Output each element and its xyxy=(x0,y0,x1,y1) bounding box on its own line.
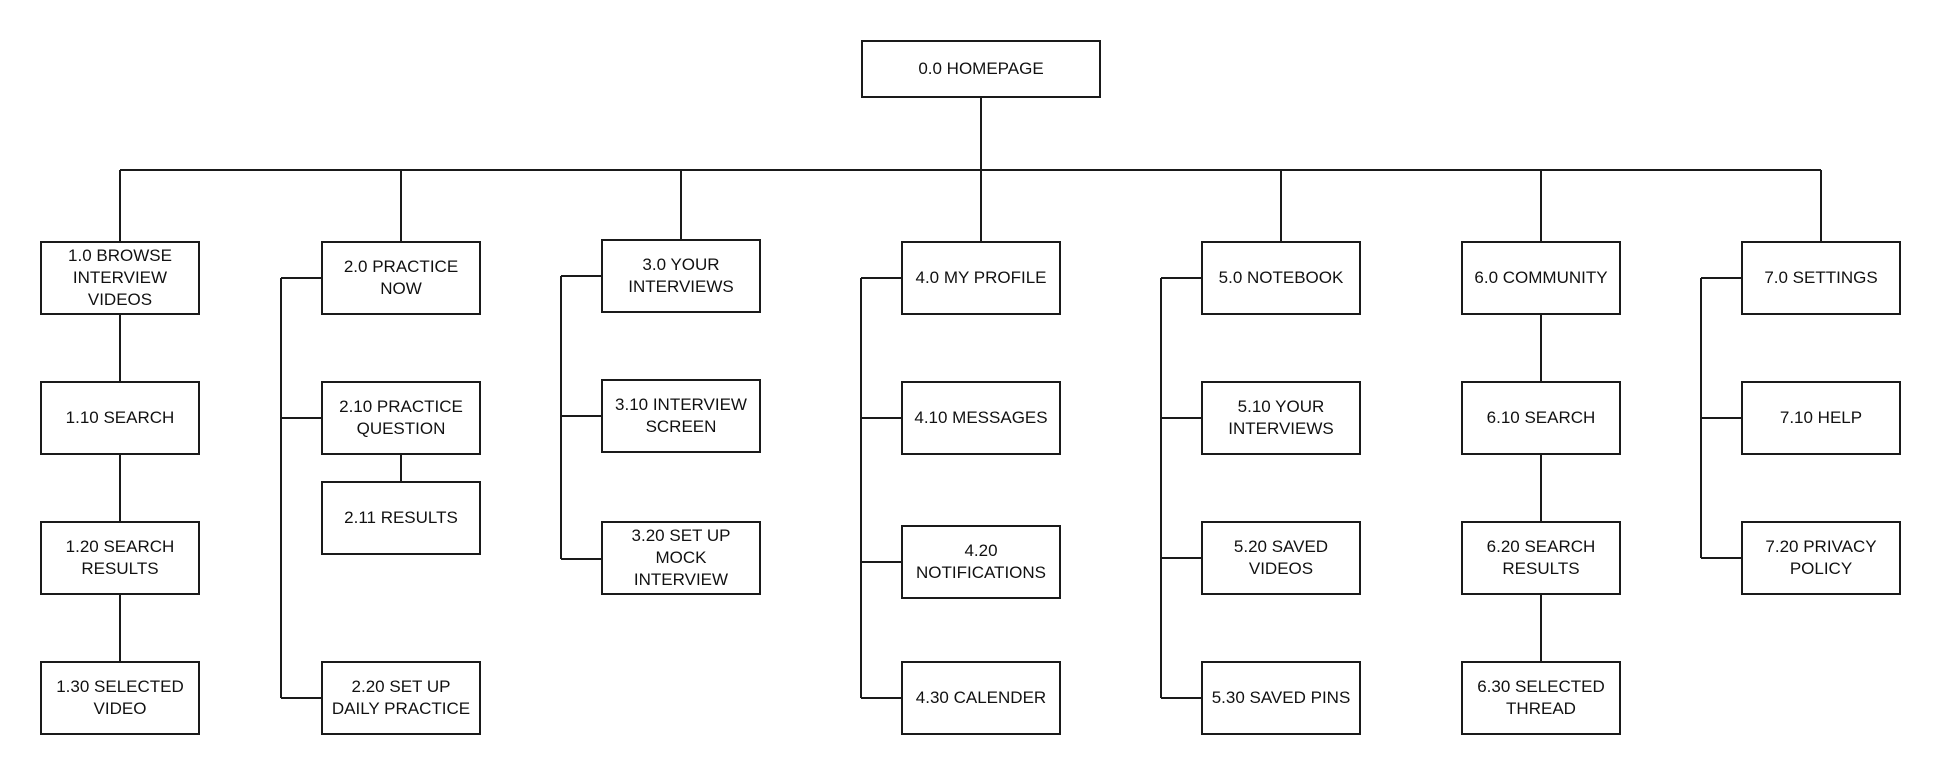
node-label: 4.10 MESSAGES xyxy=(914,408,1048,427)
node-label: 3.0 YOUR INTERVIEWS xyxy=(628,255,734,296)
node-label: 3.10 INTERVIEW SCREEN xyxy=(615,395,747,436)
node-label: 4.30 CALENDER xyxy=(915,688,1047,707)
node-label: 7.20 PRIVACY POLICY xyxy=(1765,537,1877,578)
node-label: 3.20 SET UP MOCK INTERVIEW xyxy=(631,526,731,589)
node-label: 0.0 HOMEPAGE xyxy=(918,59,1044,78)
node-2-11-results: 2.11 RESULTS xyxy=(321,481,481,555)
node-label: 1.0 BROWSE INTERVIEW VIDEOS xyxy=(68,246,172,309)
node-4-30-calender: 4.30 CALENDER xyxy=(901,661,1061,735)
node-label: 2.11 RESULTS xyxy=(344,508,458,527)
node-6-20-search-results: 6.20 SEARCH RESULTS xyxy=(1461,521,1621,595)
node-1-0-browse-interview-videos: 1.0 BROWSE INTERVIEW VIDEOS xyxy=(40,241,200,315)
node-2-10-practice-question: 2.10 PRACTICE QUESTION xyxy=(321,381,481,455)
node-label: 1.10 SEARCH xyxy=(65,408,175,427)
node-6-10-search: 6.10 SEARCH xyxy=(1461,381,1621,455)
node-label: 5.10 YOUR INTERVIEWS xyxy=(1228,397,1334,438)
node-1-30-selected-video: 1.30 SELECTED VIDEO xyxy=(40,661,200,735)
node-4-0-my-profile: 4.0 MY PROFILE xyxy=(901,241,1061,315)
node-3-20-set-up-mock-interview: 3.20 SET UP MOCK INTERVIEW xyxy=(601,521,761,595)
node-5-10-your-interviews: 5.10 YOUR INTERVIEWS xyxy=(1201,381,1361,455)
node-3-0-your-interviews: 3.0 YOUR INTERVIEWS xyxy=(601,239,761,313)
node-1-20-search-results: 1.20 SEARCH RESULTS xyxy=(40,521,200,595)
node-label: 2.0 PRACTICE NOW xyxy=(343,257,459,298)
node-label: 6.20 SEARCH RESULTS xyxy=(1486,537,1596,578)
node-label: 5.30 SAVED PINS xyxy=(1211,688,1351,707)
node-label: 6.0 COMMUNITY xyxy=(1474,268,1608,287)
node-0-0-homepage: 0.0 HOMEPAGE xyxy=(861,40,1101,98)
node-label: 2.20 SET UP DAILY PRACTICE xyxy=(331,677,471,718)
node-5-20-saved-videos: 5.20 SAVED VIDEOS xyxy=(1201,521,1361,595)
node-label: 4.20 NOTIFICATIONS xyxy=(915,541,1046,582)
node-6-30-selected-thread: 6.30 SELECTED THREAD xyxy=(1461,661,1621,735)
node-label: 5.20 SAVED VIDEOS xyxy=(1233,537,1329,578)
node-label: 4.0 MY PROFILE xyxy=(915,268,1047,287)
node-3-10-interview-screen: 3.10 INTERVIEW SCREEN xyxy=(601,379,761,453)
node-5-0-notebook: 5.0 NOTEBOOK xyxy=(1201,241,1361,315)
node-2-0-practice-now: 2.0 PRACTICE NOW xyxy=(321,241,481,315)
node-7-10-help: 7.10 HELP xyxy=(1741,381,1901,455)
node-label: 5.0 NOTEBOOK xyxy=(1218,268,1344,287)
node-label: 1.30 SELECTED VIDEO xyxy=(56,677,184,718)
node-label: 6.10 SEARCH xyxy=(1486,408,1596,427)
node-7-0-settings: 7.0 SETTINGS xyxy=(1741,241,1901,315)
node-5-30-saved-pins: 5.30 SAVED PINS xyxy=(1201,661,1361,735)
node-label: 7.0 SETTINGS xyxy=(1764,268,1878,287)
node-7-20-privacy-policy: 7.20 PRIVACY POLICY xyxy=(1741,521,1901,595)
node-label: 1.20 SEARCH RESULTS xyxy=(65,537,175,578)
node-4-20-notifications: 4.20 NOTIFICATIONS xyxy=(901,525,1061,599)
node-label: 7.10 HELP xyxy=(1779,408,1863,427)
node-1-10-search: 1.10 SEARCH xyxy=(40,381,200,455)
node-label: 2.10 PRACTICE QUESTION xyxy=(339,397,463,438)
node-label: 6.30 SELECTED THREAD xyxy=(1477,677,1605,718)
node-6-0-community: 6.0 COMMUNITY xyxy=(1461,241,1621,315)
node-2-20-set-up-daily-practice: 2.20 SET UP DAILY PRACTICE xyxy=(321,661,481,735)
node-4-10-messages: 4.10 MESSAGES xyxy=(901,381,1061,455)
